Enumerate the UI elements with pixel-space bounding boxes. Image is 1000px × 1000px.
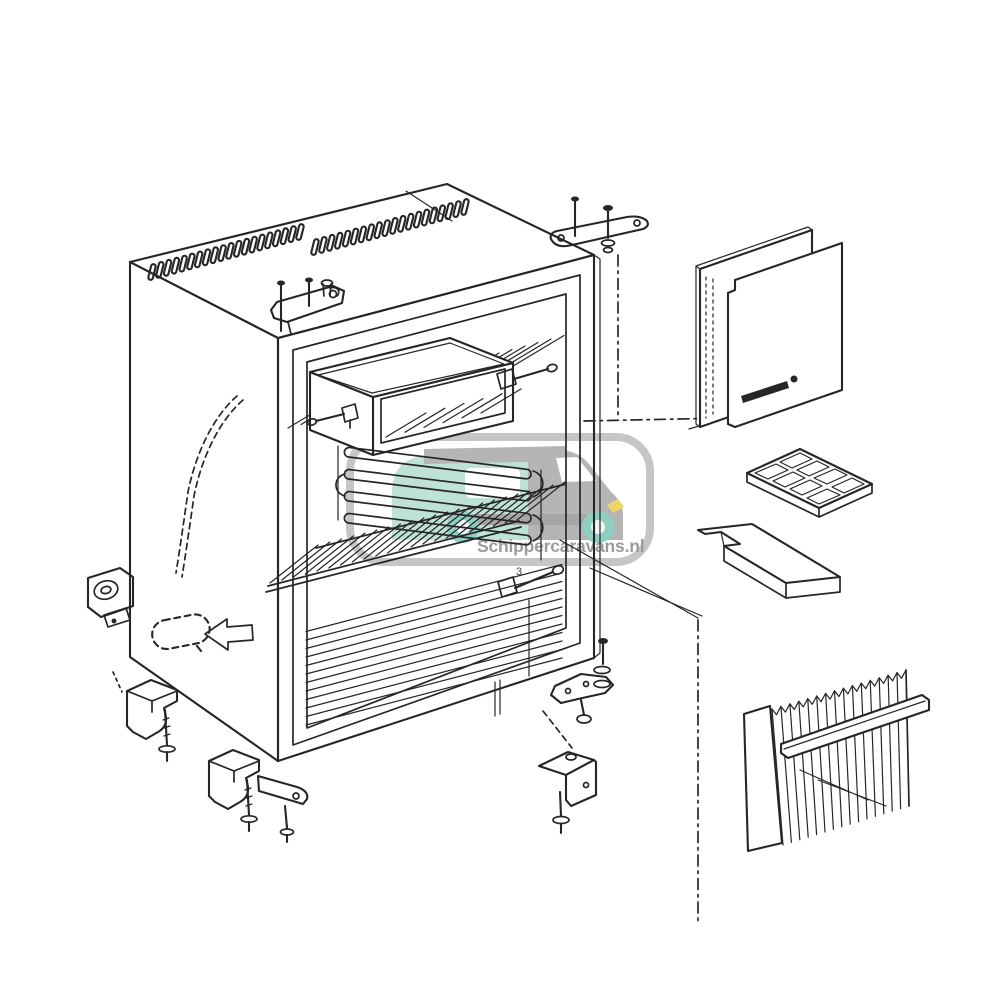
burner-cartridge-dashed xyxy=(151,613,211,653)
freezer-compartment xyxy=(308,336,522,457)
watermark-frame xyxy=(346,433,654,566)
line-art: 3 xyxy=(86,182,931,926)
washer-icon xyxy=(600,239,616,247)
mounting-foot-front xyxy=(125,678,179,763)
washer-icon xyxy=(593,679,611,689)
mounting-foot-rear xyxy=(207,748,309,844)
drip-tray-cover xyxy=(696,522,842,599)
condenser-fin-panel xyxy=(742,669,931,853)
screw-head-icon xyxy=(277,280,285,286)
van-headlight xyxy=(607,499,624,513)
fin-panel-bar xyxy=(779,693,931,760)
thermostat-clamp-left xyxy=(306,403,359,429)
door-assembly xyxy=(688,226,844,430)
bottom-sensor-clamp xyxy=(497,564,565,677)
screw-head-icon xyxy=(571,196,579,202)
cabinet-shell xyxy=(112,182,601,763)
top-right-mounting-bracket xyxy=(549,196,649,254)
ice-cube-tray xyxy=(745,447,874,518)
watermark-logo: Schippercaravans.nl xyxy=(346,433,654,566)
van-lower-band xyxy=(470,514,595,525)
thermostat-clamp-right xyxy=(496,363,558,390)
bolt-head-icon xyxy=(598,638,608,644)
part-label-3: 3 xyxy=(516,566,522,578)
flue-tube-dashed xyxy=(175,395,244,578)
red-arrow-icon xyxy=(204,618,254,651)
washer-icon xyxy=(593,665,611,675)
top-hinge-bracket xyxy=(269,277,346,335)
bottom-bracket-assembly xyxy=(542,638,615,749)
wire-shelf xyxy=(265,481,567,593)
door-pivot-lines xyxy=(494,679,501,717)
door-outer-panel xyxy=(726,241,844,429)
corner-l-bracket xyxy=(537,750,598,835)
foot-arm-bracket xyxy=(256,774,309,806)
van-window xyxy=(465,468,520,498)
floor-ribs xyxy=(305,563,563,726)
gas-valve-bracket xyxy=(86,566,135,628)
screw-head-icon xyxy=(603,205,613,211)
door-logo-strip xyxy=(741,381,789,403)
screw-head-icon xyxy=(305,277,313,283)
watermark-site-text: Schippercaravans.nl xyxy=(477,536,644,556)
top-vent-slots xyxy=(146,197,471,282)
nut-icon xyxy=(602,246,614,254)
